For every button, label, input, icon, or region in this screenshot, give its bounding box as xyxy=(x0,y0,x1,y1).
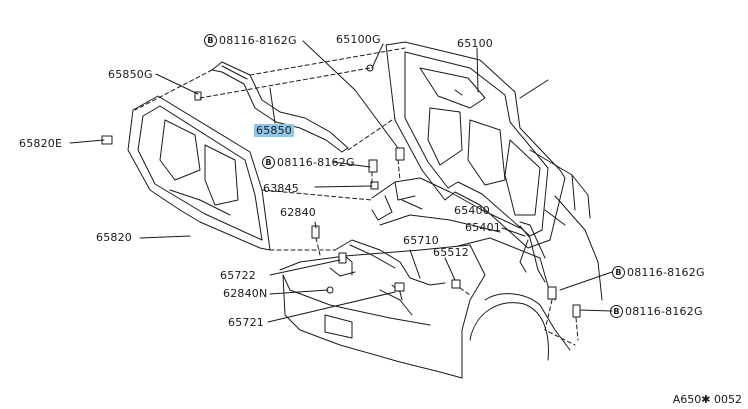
part-label-65401[interactable]: 65401 xyxy=(465,221,501,234)
part-number: 08116-8162G xyxy=(625,305,703,318)
part-label-65100g[interactable]: 65100G xyxy=(336,33,381,46)
part-label-65400[interactable]: 65400 xyxy=(454,204,490,217)
part-number: 08116-8162G xyxy=(277,156,355,169)
car-body-outline xyxy=(279,79,603,379)
part-label-65850-selected[interactable]: 65850 xyxy=(254,124,294,137)
bolt-badge-icon: B xyxy=(612,266,625,279)
bolt-badge-icon: B xyxy=(610,305,623,318)
part-label-65721[interactable]: 65721 xyxy=(228,316,264,329)
bolt-badge-icon: B xyxy=(204,34,217,47)
leader-lines xyxy=(69,40,613,323)
hood-insulator xyxy=(127,95,271,251)
hood-panel xyxy=(385,41,566,249)
part-label-63845[interactable]: 63845 xyxy=(263,182,299,195)
part-label-65512[interactable]: 65512 xyxy=(433,246,469,259)
bolt-badge-icon: B xyxy=(262,156,275,169)
part-label-65100[interactable]: 65100 xyxy=(457,37,493,50)
part-label-65710[interactable]: 65710 xyxy=(403,234,439,247)
part-label-62840n[interactable]: 62840N xyxy=(223,287,268,300)
part-label-65820e[interactable]: 65820E xyxy=(19,137,63,150)
hood-hinge xyxy=(519,225,546,283)
part-number: 08116-8162G xyxy=(219,34,297,47)
fasteners xyxy=(101,64,581,318)
part-label-62840[interactable]: 62840 xyxy=(280,206,316,219)
part-number: 08116-8162G xyxy=(627,266,705,279)
part-label-65722[interactable]: 65722 xyxy=(220,269,256,282)
diagram-code: A650✱ 0052 xyxy=(672,393,742,406)
part-label-65820[interactable]: 65820 xyxy=(96,231,132,244)
part-label-65850g[interactable]: 65850G xyxy=(108,68,153,81)
hood-strut-65850 xyxy=(211,61,349,153)
dashed-guides xyxy=(134,47,579,346)
